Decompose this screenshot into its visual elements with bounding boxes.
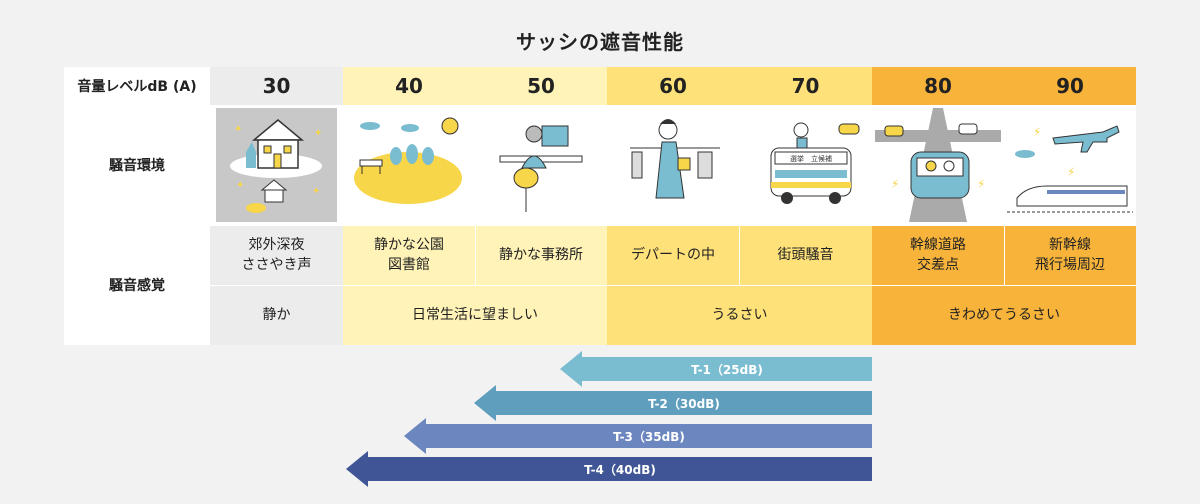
illustration-plane-train: ⚡ ⚡ (1004, 105, 1136, 225)
level-70: 70 (739, 67, 872, 105)
example-60: デパートの中 (607, 225, 739, 285)
arrow-label: T-1（25dB) (582, 357, 872, 381)
svg-text:✦: ✦ (312, 186, 320, 197)
sensation-quiet: 静か (210, 285, 343, 345)
page-title: サッシの遮音性能 (516, 30, 684, 54)
svg-text:⚡: ⚡ (1033, 125, 1041, 139)
arrow-t3: T-3（35dB) (404, 418, 872, 454)
level-50: 50 (475, 67, 607, 105)
arrow-t1: T-1（25dB) (560, 351, 872, 387)
level-30: 30 (210, 67, 343, 105)
arrow-t2: T-2（30dB) (474, 385, 872, 421)
example-70: 街頭騒音 (739, 225, 872, 285)
level-90: 90 (1004, 67, 1136, 105)
svg-text:⚡: ⚡ (891, 177, 899, 191)
grid-divider (475, 225, 476, 285)
row-label-environment: 騒音環境 (64, 105, 210, 225)
row-label-level: 音量レベルdB (A) (64, 67, 210, 105)
example-40: 静かな公園 図書館 (343, 225, 475, 285)
level-60: 60 (607, 67, 739, 105)
illustration-campaign-bus: 選挙 立候補 (739, 105, 872, 225)
arrow-t4: T-4（40dB) (346, 451, 872, 487)
sensation-noisy: うるさい (607, 285, 872, 345)
grid-divider (64, 225, 1136, 226)
illustration-park (343, 105, 475, 225)
example-30: 郊外深夜 ささやき声 (210, 225, 343, 285)
row-label-sensation: 騒音感覚 (64, 225, 210, 345)
arrow-head (474, 385, 496, 421)
arrow-label: T-2（30dB) (496, 391, 872, 415)
arrow-label: T-3（35dB) (426, 424, 872, 448)
svg-text:✦: ✦ (314, 128, 322, 139)
sensation-very-noisy: きわめてうるさい (872, 285, 1136, 345)
arrow-head (404, 418, 426, 454)
level-40: 40 (343, 67, 475, 105)
svg-text:✦: ✦ (236, 180, 244, 191)
svg-text:⚡: ⚡ (977, 177, 985, 191)
arrow-label: T-4（40dB) (368, 457, 872, 481)
example-90: 新幹線 飛行場周辺 (1004, 225, 1136, 285)
illustration-car-traffic: ⚡ ⚡ (872, 105, 1004, 225)
example-80: 幹線道路 交差点 (872, 225, 1004, 285)
level-80: 80 (872, 67, 1004, 105)
illustration-house-night: ✦ ✦ ✦ ✦ (210, 105, 343, 225)
example-50: 静かな事務所 (475, 225, 607, 285)
svg-text:⚡: ⚡ (1067, 165, 1075, 179)
arrow-head (346, 451, 368, 487)
grid-divider (739, 225, 740, 285)
grid-divider (1004, 225, 1005, 285)
illustration-office (475, 105, 607, 225)
grid-divider (210, 285, 1136, 286)
sensation-desirable: 日常生活に望ましい (343, 285, 607, 345)
svg-text:✦: ✦ (234, 124, 242, 135)
illustration-department-store (607, 105, 739, 225)
bus-sign-text: 選挙 立候補 (790, 154, 832, 163)
arrow-head (560, 351, 582, 387)
grid-divider (64, 105, 1136, 106)
